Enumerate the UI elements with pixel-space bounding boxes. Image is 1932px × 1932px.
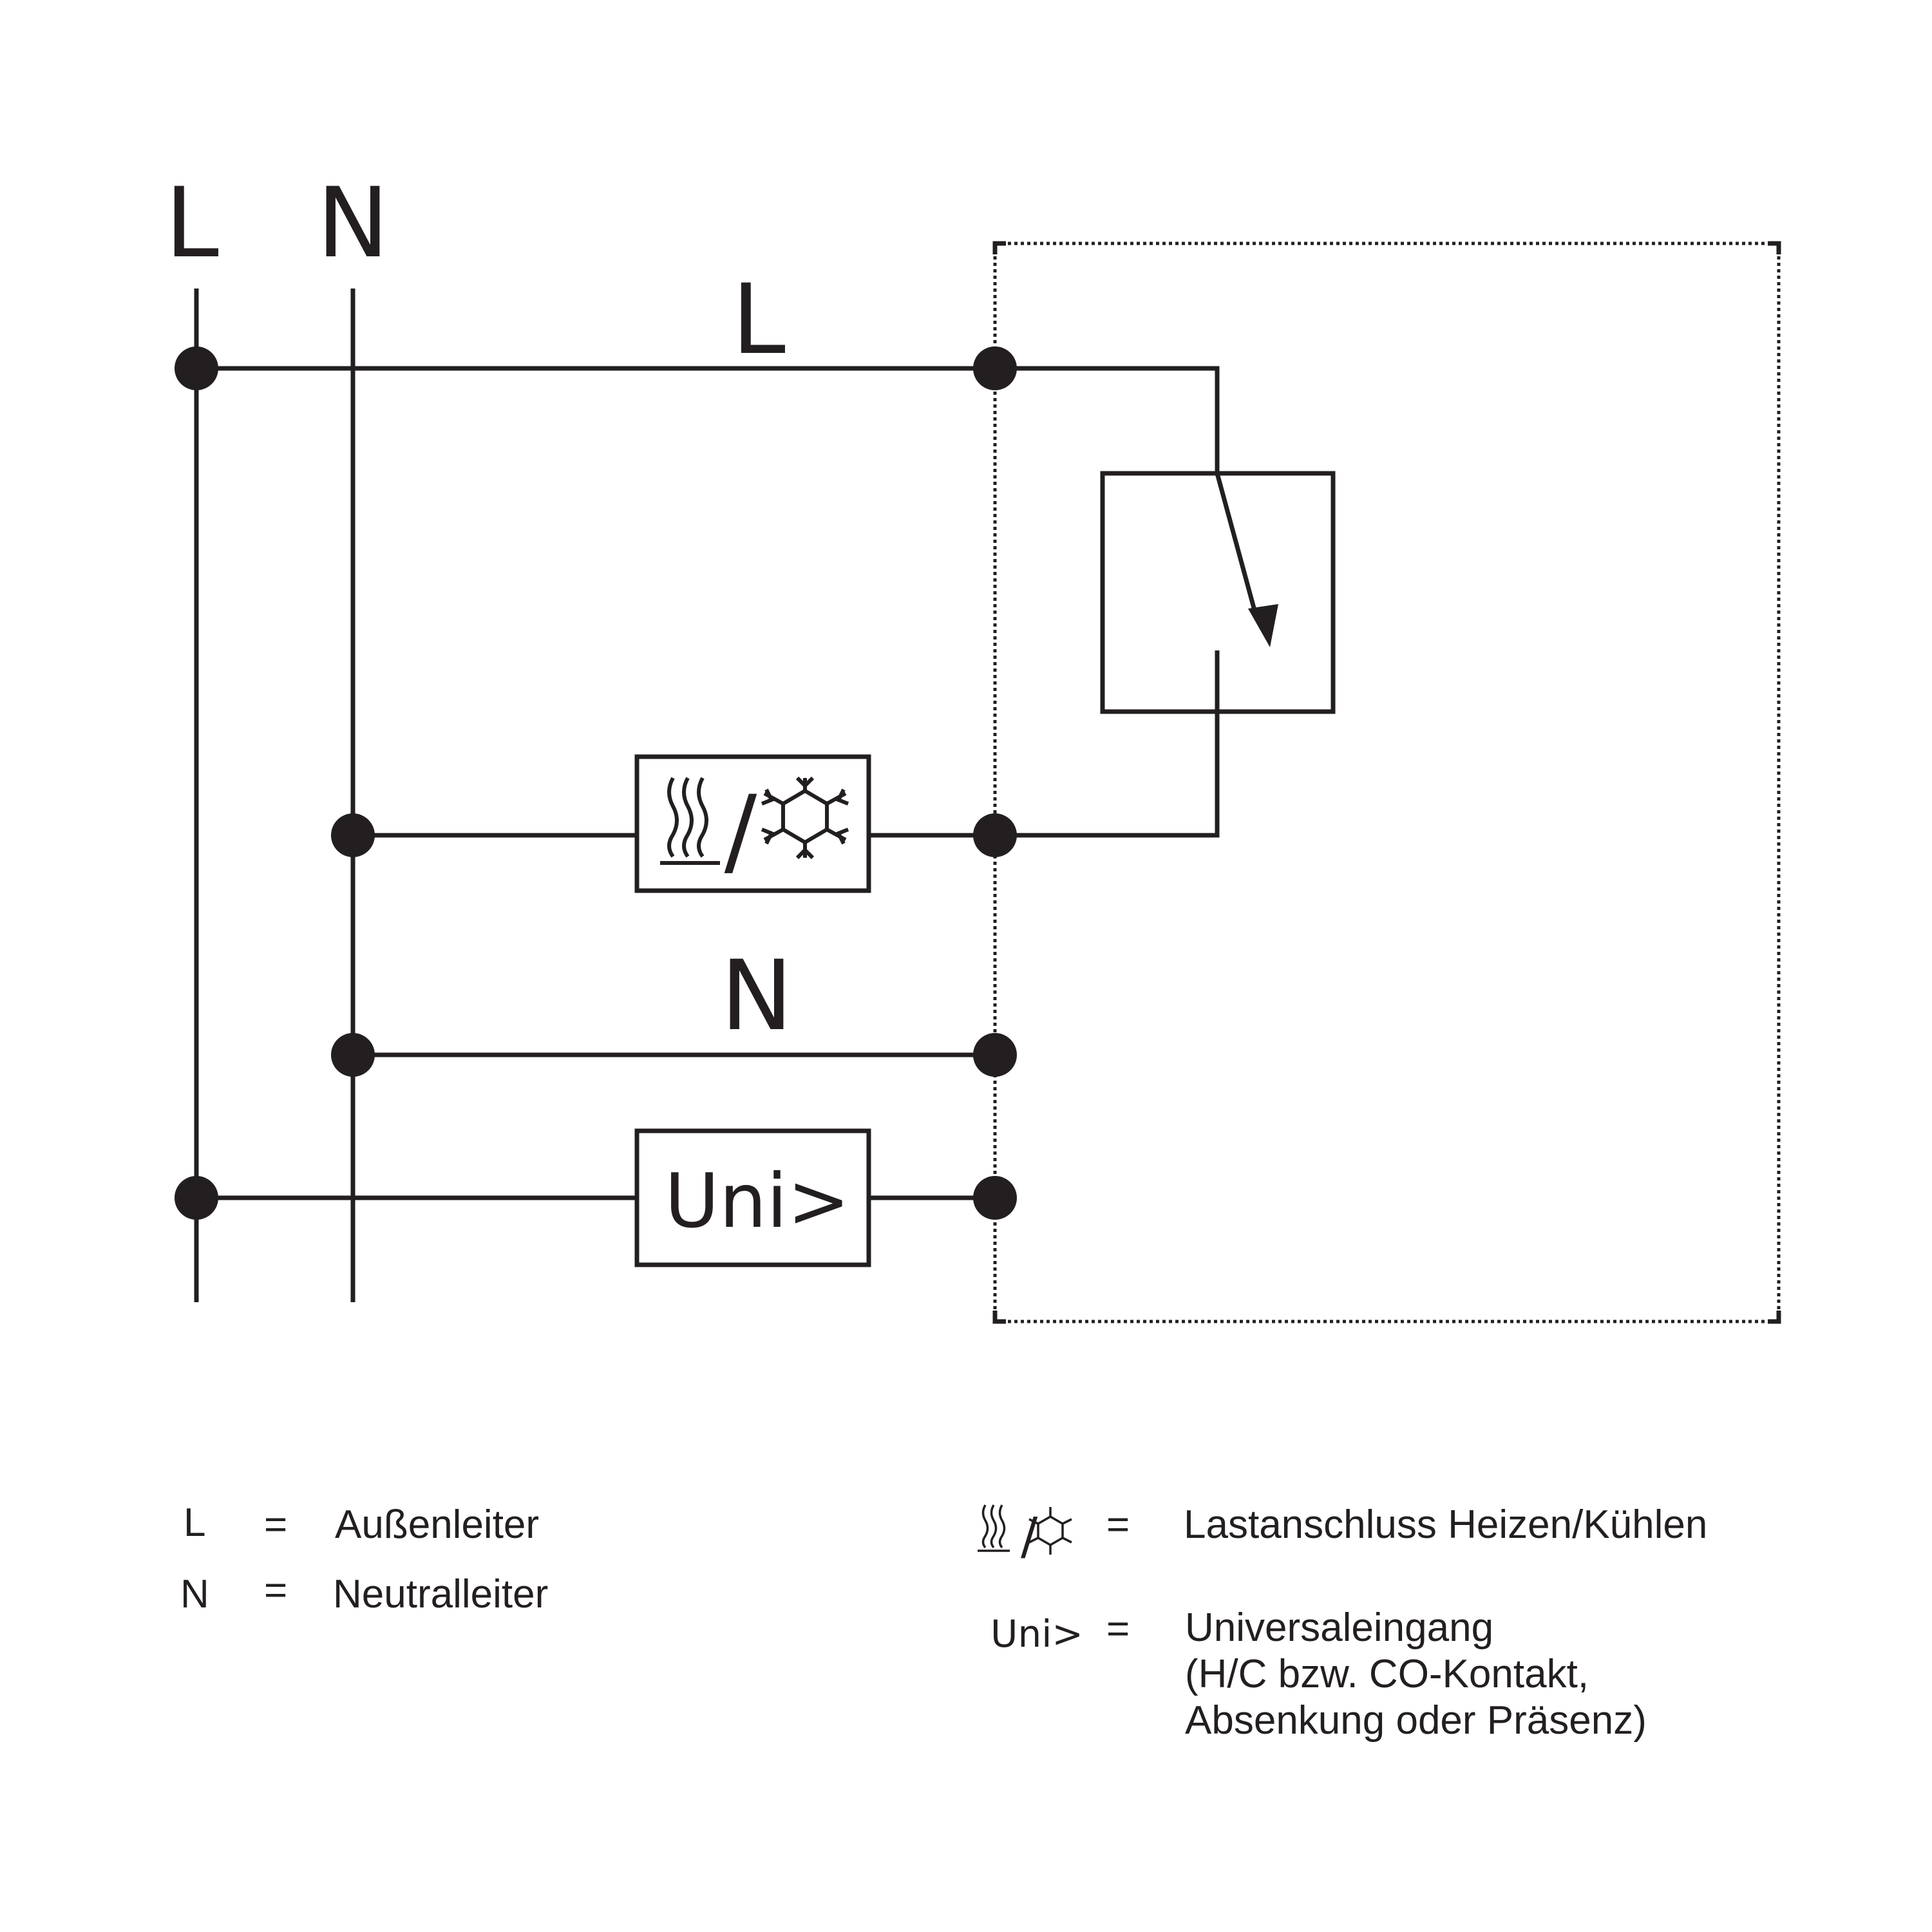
legend-left: L = Außenleiter N = Neutralleiter — [180, 1501, 548, 1616]
legend-key-l: L — [184, 1501, 205, 1545]
junction-dot — [175, 1176, 218, 1220]
relay-output-wire — [995, 650, 1220, 838]
heating-waves-icon — [660, 777, 720, 865]
legend-eq-n: = — [264, 1568, 287, 1613]
device-label-l: L — [732, 264, 786, 376]
bus-label-l: L — [165, 167, 219, 279]
legend-text-l: Außenleiter — [335, 1502, 539, 1547]
legend-eq-uni: = — [1106, 1607, 1130, 1651]
device-label-n: N — [721, 940, 793, 1052]
legend-heating-waves-icon — [978, 1504, 1010, 1552]
junction-dot — [331, 813, 375, 857]
terminal-dot — [973, 1176, 1017, 1220]
snowflake-icon — [761, 776, 849, 860]
switch-contact-arrow-icon — [1215, 473, 1278, 647]
terminal-dot — [973, 346, 1017, 390]
legend-right: / = Lastanschluss Heizen/Kühlen Uni> = U… — [978, 1502, 1707, 1743]
terminal-dot — [973, 813, 1017, 857]
legend-key-uni: Uni> — [990, 1612, 1083, 1656]
legend-text-n: Neutralleiter — [333, 1572, 548, 1616]
relay-input-wire — [995, 366, 1220, 475]
legend-text-uni-2: (H/C bzw. CO-Kontakt, — [1185, 1652, 1589, 1696]
legend-eq-l: = — [264, 1502, 287, 1547]
legend-snowflake-icon — [1028, 1507, 1072, 1555]
uni-input-label: Uni> — [665, 1158, 850, 1245]
terminal-dot — [973, 1033, 1017, 1077]
device-enclosure — [992, 241, 1781, 1324]
legend-text-load: Lastanschluss Heizen/Kühlen — [1184, 1502, 1707, 1547]
legend-text-uni-1: Universaleingang — [1185, 1605, 1493, 1650]
legend-key-n: N — [180, 1572, 209, 1616]
load-symbol-slash: / — [724, 775, 757, 887]
junction-dot — [331, 1033, 375, 1077]
legend-eq-load: = — [1106, 1502, 1130, 1547]
legend-load-slash: / — [1021, 1508, 1038, 1566]
junction-dot — [175, 346, 218, 390]
legend-text-uni-3: Absenkung oder Präsenz) — [1185, 1698, 1647, 1743]
bus-label-n: N — [317, 167, 389, 279]
